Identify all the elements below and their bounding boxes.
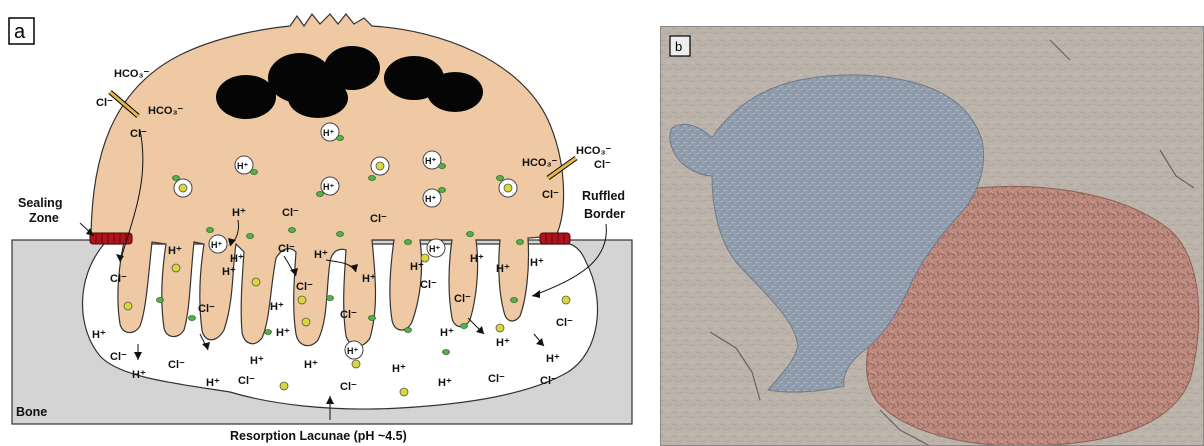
svg-text:H⁺: H⁺ <box>206 377 220 389</box>
cl-label-right-inner: Cl⁻ <box>542 189 559 201</box>
ruffled-border-label-2: Border <box>584 207 625 221</box>
svg-text:Cl⁻: Cl⁻ <box>488 373 505 385</box>
svg-text:H⁺: H⁺ <box>470 253 484 265</box>
svg-text:H⁺: H⁺ <box>270 301 284 313</box>
svg-text:Cl⁻: Cl⁻ <box>340 309 357 321</box>
svg-text:H⁺: H⁺ <box>323 128 334 138</box>
svg-text:Cl⁻: Cl⁻ <box>282 207 299 219</box>
hco3-label-right-outer: HCO₃⁻ <box>576 145 612 157</box>
svg-text:H⁺: H⁺ <box>132 369 146 381</box>
svg-text:H⁺: H⁺ <box>323 182 334 192</box>
svg-text:Cl⁻: Cl⁻ <box>420 279 437 291</box>
cl-label-top-left: Cl⁻ <box>96 97 113 109</box>
svg-text:Cl⁻: Cl⁻ <box>110 273 127 285</box>
svg-text:H⁺: H⁺ <box>347 346 358 356</box>
svg-text:H⁺: H⁺ <box>304 359 318 371</box>
cl-label-top-inner: Cl⁻ <box>130 128 147 140</box>
svg-text:H⁺: H⁺ <box>222 266 236 278</box>
hco3-label-top-inner: HCO₃⁻ <box>148 105 184 117</box>
svg-text:H⁺: H⁺ <box>211 240 222 250</box>
panel-b: b <box>660 26 1204 446</box>
hco3-label-top: HCO₃⁻ <box>114 68 150 80</box>
svg-text:Cl⁻: Cl⁻ <box>238 375 255 387</box>
svg-text:H⁺: H⁺ <box>440 327 454 339</box>
svg-text:Cl⁻: Cl⁻ <box>278 243 295 255</box>
sealing-zone-label-2: Zone <box>29 211 59 225</box>
svg-text:Cl⁻: Cl⁻ <box>556 317 573 329</box>
svg-text:Cl⁻: Cl⁻ <box>198 303 215 315</box>
svg-text:Cl⁻: Cl⁻ <box>110 351 127 363</box>
svg-text:H⁺: H⁺ <box>362 273 376 285</box>
sealing-zone-right <box>540 233 570 244</box>
svg-text:H⁺: H⁺ <box>496 263 510 275</box>
svg-text:Cl⁻: Cl⁻ <box>340 381 357 393</box>
svg-text:H⁺: H⁺ <box>276 327 290 339</box>
svg-text:H⁺: H⁺ <box>546 353 560 365</box>
svg-text:H⁺: H⁺ <box>438 377 452 389</box>
svg-text:H⁺: H⁺ <box>168 245 182 257</box>
svg-text:H⁺: H⁺ <box>425 194 436 204</box>
cl-label-right-outer: Cl⁻ <box>594 159 611 171</box>
svg-text:H⁺: H⁺ <box>410 261 424 273</box>
svg-text:H⁺: H⁺ <box>496 337 510 349</box>
sealing-zone-label-1: Sealing <box>18 196 62 210</box>
panel-a-tag: a <box>14 21 26 43</box>
svg-text:Cl⁻: Cl⁻ <box>370 213 387 225</box>
bone-label: Bone <box>16 405 47 419</box>
svg-text:H⁺: H⁺ <box>232 207 246 219</box>
hco3-label-right-inner: HCO₃⁻ <box>522 157 558 169</box>
svg-text:Cl⁻: Cl⁻ <box>168 359 185 371</box>
svg-text:Cl⁻: Cl⁻ <box>540 375 557 387</box>
svg-text:H⁺: H⁺ <box>392 363 406 375</box>
svg-text:H⁺: H⁺ <box>230 253 244 265</box>
svg-text:H⁺: H⁺ <box>250 355 264 367</box>
svg-text:H⁺: H⁺ <box>237 161 248 171</box>
panel-b-tag: b <box>675 39 682 54</box>
lacunae-label: Resorption Lacunae (pH ~4.5) <box>230 429 407 443</box>
panel-a: a <box>9 14 632 443</box>
svg-text:H⁺: H⁺ <box>530 257 544 269</box>
svg-text:H⁺: H⁺ <box>92 329 106 341</box>
svg-text:H⁺: H⁺ <box>425 156 436 166</box>
svg-text:H⁺: H⁺ <box>429 244 440 254</box>
ruffled-border-label-1: Ruffled <box>582 189 625 203</box>
svg-text:Cl⁻: Cl⁻ <box>296 281 313 293</box>
svg-text:H⁺: H⁺ <box>314 249 328 261</box>
svg-text:Cl⁻: Cl⁻ <box>454 293 471 305</box>
